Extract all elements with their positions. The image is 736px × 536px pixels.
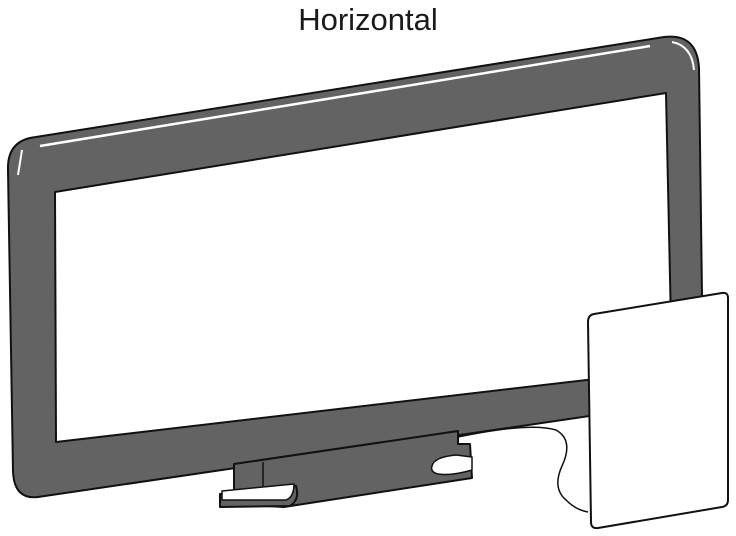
tablet-device — [587, 291, 729, 530]
bezel-top-highlight — [39, 44, 651, 148]
orientation-title: Horizontal — [298, 2, 438, 37]
tablet-body — [587, 291, 729, 530]
bezel-right-highlight — [671, 41, 695, 71]
connection-cable — [457, 426, 589, 513]
stand-foot-left-top — [221, 483, 295, 501]
bezel-left-highlight — [17, 149, 23, 176]
stand-foot-right-top — [430, 454, 473, 476]
